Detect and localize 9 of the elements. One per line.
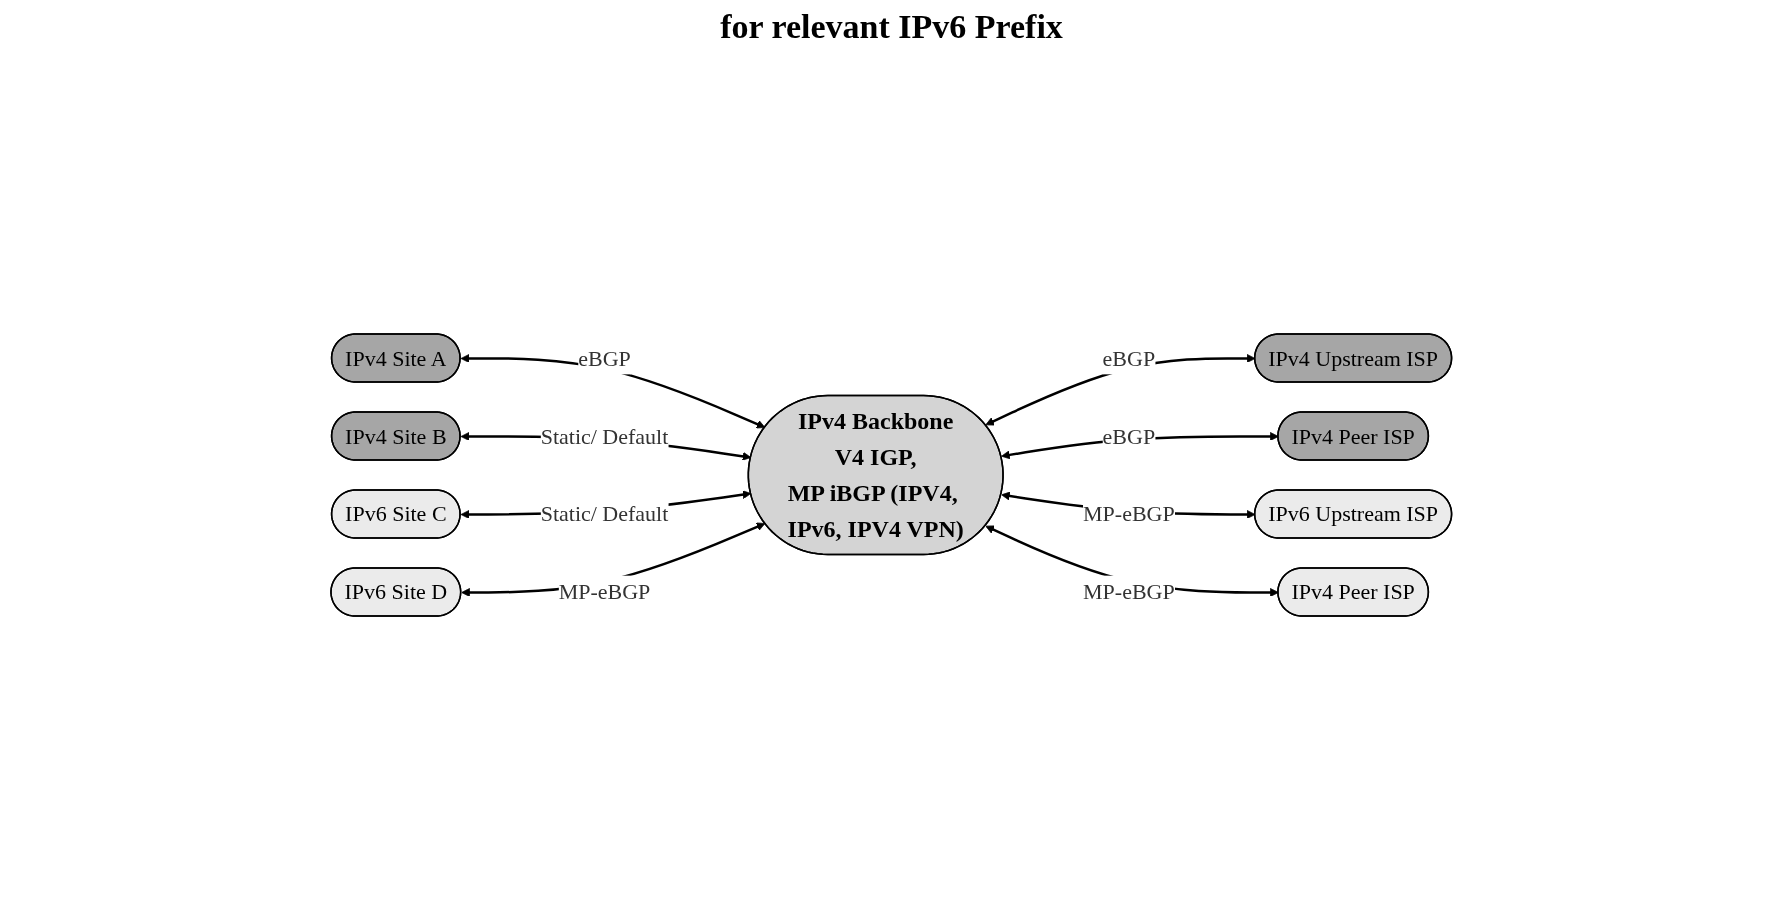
edge-label: eBGP (1102, 423, 1156, 449)
edge-label: Static/ Default (540, 501, 669, 527)
edge-label: MP-eBGP (558, 579, 651, 605)
edge-label: MP-eBGP (1083, 501, 1175, 527)
edge-label: MP-eBGP (1083, 579, 1175, 605)
edge-label: eBGP (578, 345, 631, 371)
edge-label: Static/ Default (540, 423, 669, 449)
edge-label: eBGP (1102, 345, 1156, 371)
diagram-title: for relevant IPv6 Prefix (719, 8, 1064, 46)
